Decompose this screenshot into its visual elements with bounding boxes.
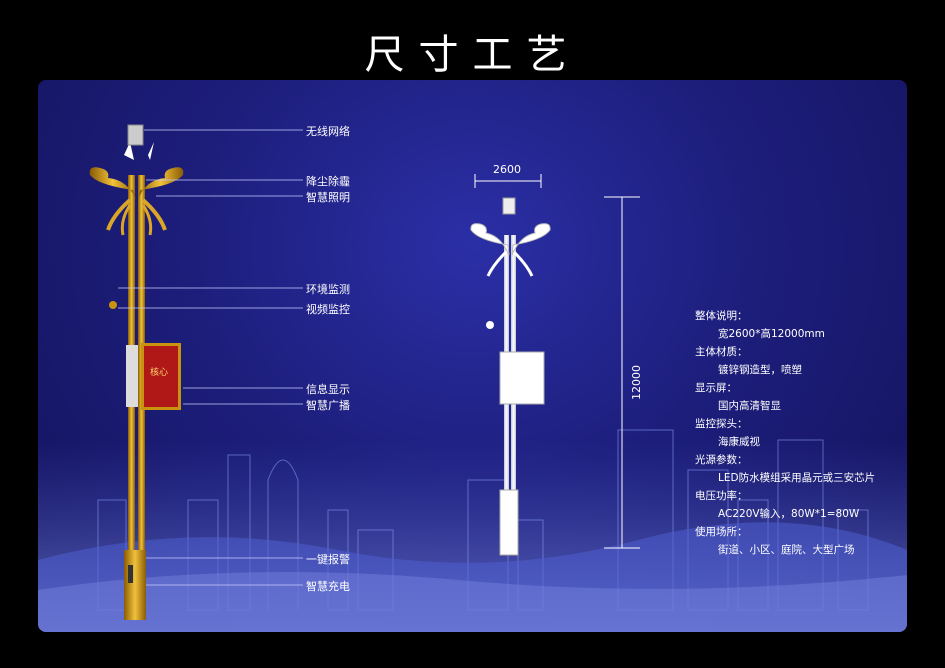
spec-heading: 电压功率：: [695, 490, 748, 502]
spec-value: 街道、小区、庭院、大型广场: [718, 544, 855, 556]
label-smart-broadcast: 智慧广播: [306, 399, 350, 412]
dimension-height: 12000: [630, 365, 643, 400]
scene-graphic: [38, 124, 907, 632]
white-lamp-pole: [470, 197, 551, 556]
spec-value: AC220V输入，80W*1=80W: [718, 508, 860, 520]
spec-heading: 监控探头：: [695, 418, 748, 430]
label-info-display: 信息显示: [306, 383, 350, 396]
spec-value: LED防水模组采用晶元或三安芯片: [718, 472, 876, 484]
spec-value: 镀锌钢造型，喷塑: [718, 364, 802, 376]
label-environment-monitor: 环境监测: [306, 283, 350, 296]
label-one-key-alarm: 一键报警: [306, 553, 350, 566]
label-smart-lighting: 智慧照明: [306, 191, 350, 204]
label-smart-charging: 智慧充电: [306, 580, 350, 593]
dimension-lines: [474, 174, 640, 549]
spec-value: 国内高清智显: [718, 400, 781, 412]
label-dust-removal: 降尘除霾: [306, 175, 350, 188]
spec-heading: 整体说明：: [695, 310, 748, 322]
spec-heading: 光源参数：: [695, 454, 748, 466]
spec-heading: 显示屏：: [695, 382, 737, 394]
label-wireless-network: 无线网络: [306, 125, 350, 138]
label-video-surveillance: 视频监控: [306, 303, 350, 316]
spec-value: 宽2600*高12000mm: [718, 328, 825, 340]
dimension-width: 2600: [493, 163, 521, 176]
spec-value: 海康威视: [718, 436, 760, 448]
page-title: 尺寸工艺: [364, 32, 581, 78]
spec-heading: 使用场所：: [695, 526, 748, 538]
leader-lines: [118, 129, 303, 586]
banner-text: 核心: [150, 368, 169, 378]
product-panel: 无线网络 降尘除霾 智慧照明 环境监测 视频监控 信息显示 智慧广播 一键报警 …: [38, 80, 907, 632]
gold-lamp-pole: [89, 124, 184, 620]
spec-heading: 主体材质：: [695, 346, 748, 358]
